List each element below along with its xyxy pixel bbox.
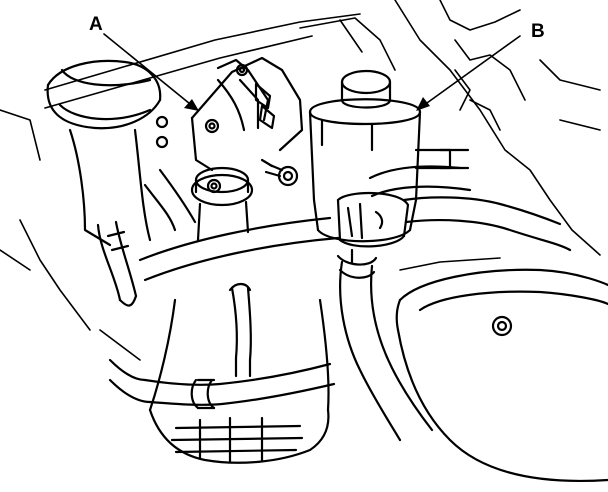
lower-tank (148, 298, 330, 464)
engine-bay-background (0, 0, 601, 361)
leader-line-b (419, 35, 521, 109)
reservoir-cap (46, 59, 169, 247)
arrowhead-b (416, 97, 430, 111)
leader-arrowheads (184, 97, 430, 111)
center-pipe (228, 282, 252, 378)
power-steering-reservoir (308, 69, 470, 243)
leader-lines (103, 33, 521, 109)
left-hose (96, 168, 197, 307)
reservoir-hose-clamp (336, 192, 410, 248)
filler-cap (190, 166, 254, 242)
arrowhead-a (184, 99, 199, 111)
upper-hose (138, 165, 572, 282)
mounting-bracket (190, 56, 304, 187)
pulley-housing (395, 268, 608, 483)
leader-line-a (103, 33, 196, 109)
lower-hose (108, 358, 336, 410)
return-hose (336, 248, 434, 442)
callout-label-b: B (531, 21, 545, 42)
callout-label-a: A (89, 14, 103, 35)
